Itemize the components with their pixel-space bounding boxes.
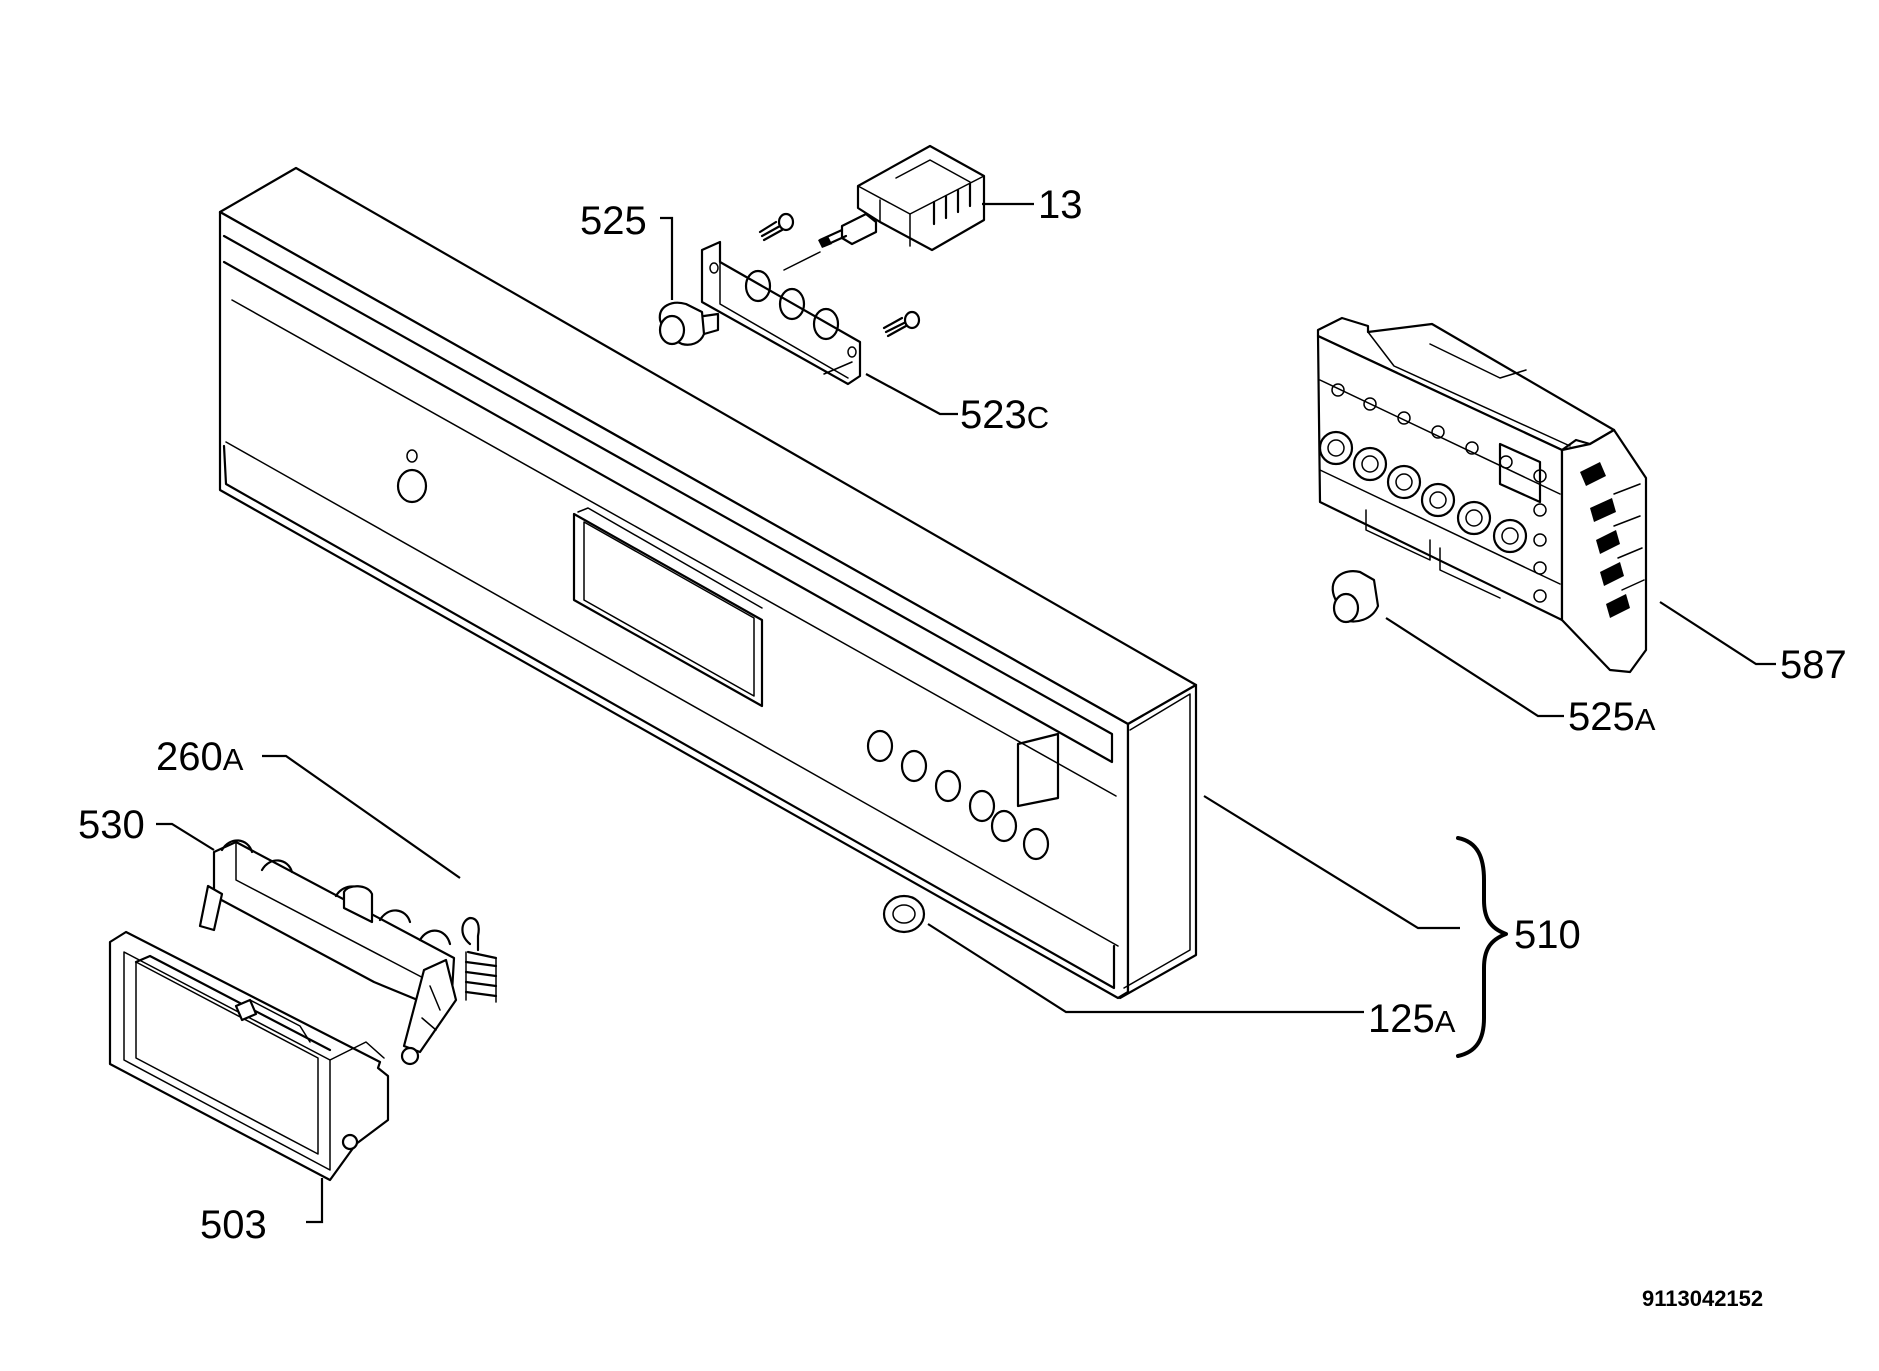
callout-label-13: 13 xyxy=(1038,183,1083,227)
control-panel-part xyxy=(218,166,1198,1000)
callout-label-525a: 525A xyxy=(1568,695,1656,739)
leader-lines xyxy=(156,202,1776,1224)
svg-text:125A: 125A xyxy=(1368,997,1456,1041)
main-switch-part xyxy=(818,144,986,252)
callout-label-525: 525 xyxy=(580,199,647,243)
screw-bottom xyxy=(882,310,921,338)
bush-part xyxy=(882,894,926,934)
callout-label-260a: 260A xyxy=(156,735,244,779)
document-id: 9113042152 xyxy=(1642,1286,1763,1311)
svg-text:525A: 525A xyxy=(1568,695,1656,739)
callout-label-510: 510 xyxy=(1514,913,1581,957)
svg-text:523C: 523C xyxy=(960,393,1049,437)
callout-label-125a: 125A xyxy=(1368,997,1456,1041)
module-small-holes xyxy=(1331,383,1547,603)
mounting-bracket-part xyxy=(700,240,862,386)
screw-top xyxy=(758,212,795,242)
svg-text:510: 510 xyxy=(1514,913,1581,957)
callout-label-523c: 523C xyxy=(960,393,1049,437)
module-encoder-knobs xyxy=(1318,430,1528,554)
svg-text:13: 13 xyxy=(1038,183,1083,227)
svg-text:587: 587 xyxy=(1780,643,1847,687)
handle-mechanism-part xyxy=(198,839,458,1066)
svg-text:503: 503 xyxy=(200,1203,267,1247)
electronic-module-part xyxy=(1316,316,1648,674)
callout-label-587: 587 xyxy=(1780,643,1847,687)
svg-text:260A: 260A xyxy=(156,735,244,779)
svg-text:525: 525 xyxy=(580,199,647,243)
module-lens-part xyxy=(1331,570,1380,624)
handle-frame-part xyxy=(108,930,390,1182)
spring-part xyxy=(461,916,498,1003)
svg-text:530: 530 xyxy=(78,803,145,847)
callout-label-530: 530 xyxy=(78,803,145,847)
program-buttons xyxy=(866,729,1050,861)
knob-part xyxy=(658,301,720,346)
callout-label-503: 503 xyxy=(200,1203,267,1247)
module-connectors xyxy=(1580,462,1645,618)
